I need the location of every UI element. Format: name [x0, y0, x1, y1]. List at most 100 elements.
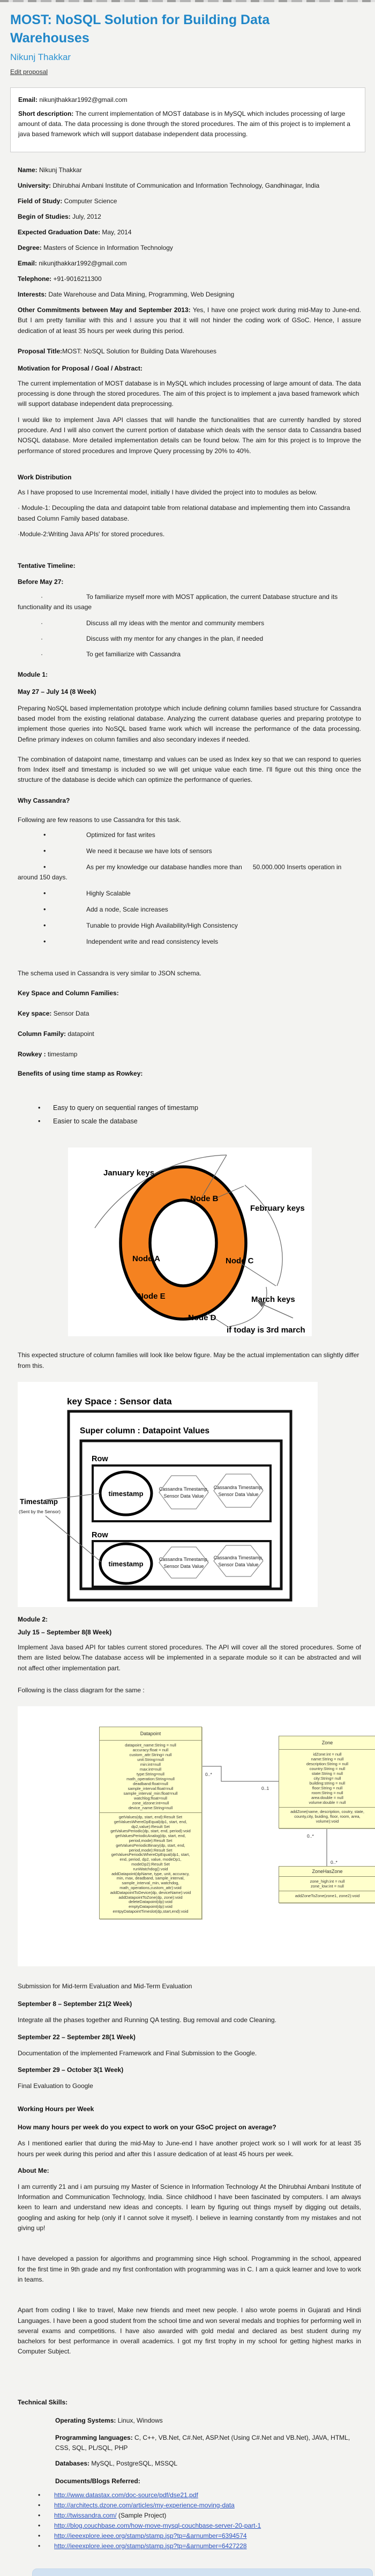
- bullet-icon: •: [38, 2542, 41, 2550]
- uml-class-attributes: idZone:int = null name:String = null des…: [279, 1750, 375, 1808]
- callout-line: [207, 1313, 228, 1327]
- heading-technical-skills: Technical Skills:: [18, 2398, 68, 2406]
- multiplicity-label: 0..*: [331, 1860, 338, 1865]
- paragraph-class-diagram-intro: Following is the class diagram for the s…: [18, 1686, 145, 1694]
- callout-line: [45, 1515, 102, 1563]
- reference-link-item: • http://ieeexplore.ieee.org/stamp/stamp.…: [38, 2543, 361, 2549]
- paragraph-submission: Submission for Mid-term Evaluation and M…: [18, 1982, 192, 1990]
- svg-text:Cassandra Timestamp,: Cassandra Timestamp,: [214, 1555, 264, 1560]
- heading-tentative-timeline: Tentative Timeline:: [18, 562, 76, 570]
- node-e-label: Node E: [138, 1292, 166, 1301]
- dot-marker: ·: [41, 619, 43, 627]
- heading-module-1: Module 1:: [18, 670, 48, 678]
- profile-field-email: Email: nikunjthakkar1992@gmail.com: [18, 260, 127, 267]
- summary-email-label: Email:: [18, 96, 40, 103]
- row-rect: [92, 1464, 272, 1522]
- reference-link[interactable]: http://architects.dzone.com/articles/my-…: [54, 2501, 235, 2509]
- paragraph-work-intro: As I have proposed to use Incremental mo…: [18, 488, 317, 496]
- proposal-body: Name: Nikunj Thakkar University: Dhirubh…: [18, 165, 375, 2549]
- february-keys-label: February keys: [250, 1204, 305, 1213]
- heading-before-may-27: Before May 27:: [18, 578, 64, 586]
- skill-os: Operating Systems: Linux, Windows: [55, 2416, 163, 2424]
- header: MOST: NoSQL Solution for Building Data W…: [10, 11, 362, 76]
- association-line: [201, 1766, 279, 1782]
- edit-proposal-link[interactable]: Edit proposal: [10, 68, 48, 76]
- profile-field-name: Name: Nikunj Thakkar: [18, 166, 82, 174]
- rowkey-field: Rowkey : timestamp: [18, 1050, 78, 1058]
- callout-line: [201, 1155, 227, 1197]
- today-annotation: if today is 3rd march: [227, 1326, 305, 1335]
- multiplicity-label: 0..1: [261, 1786, 269, 1791]
- svg-text:Sensor Data Value: Sensor Data Value: [219, 1562, 259, 1567]
- uml-class-attributes: zone_high:int = null zone_low:int = null: [279, 1877, 375, 1892]
- list-item: •Easy to query on sequential ranges of t…: [18, 1102, 361, 1114]
- heading-references: Documents/Blogs Referred:: [55, 2477, 140, 2485]
- summary-email-value: nikunjthakkar1992@gmail.com: [39, 96, 128, 103]
- january-arc: [94, 1154, 227, 1228]
- paragraph-motivation-2: I would like to implement Java API class…: [18, 416, 361, 455]
- column-family-field: Column Family: datapoint: [18, 1030, 94, 1038]
- list-item: •Add a node, Scale increases: [18, 904, 361, 915]
- profile-field-degree: Degree: Masters of Science in Informatio…: [18, 244, 173, 251]
- paragraph-why-intro: Following are few reasons to use Cassand…: [18, 816, 181, 824]
- why-bullet-list: •Optimized for fast writes •We need it b…: [18, 830, 361, 947]
- heading-sep29-oct3: September 29 – October 3(1 Week): [18, 2066, 124, 2074]
- paragraph-sep22-28: Documentation of the implemented Framewo…: [18, 2049, 257, 2057]
- node-c-label: Node C: [226, 1256, 254, 1265]
- reference-link-item: •http://www.datastax.com/doc-source/pdf/…: [38, 2492, 361, 2498]
- uml-class-title: Datapoint: [100, 1727, 201, 1741]
- summary-box: Email: nikunjthakkar1992@gmail.com Short…: [10, 87, 365, 152]
- profile-field-interests: Interests: Date Warehouse and Data Minin…: [18, 291, 235, 298]
- bullet-icon: •: [38, 1117, 41, 1126]
- paragraph-motivation-1: The current implementation of MOST datab…: [18, 379, 361, 408]
- heading-sep22-28: September 22 – September 28(1 Week): [18, 2033, 136, 2041]
- list-item: •Easier to scale the database: [18, 1115, 361, 1127]
- profile-field-telephone: Telephone: +91-9016211300: [18, 275, 102, 283]
- paragraph-module1-item: · Module-1: Decoupling the data and data…: [18, 504, 350, 522]
- list-item: •Optimized for fast writes: [18, 830, 361, 840]
- top-edge-artifact: [0, 0, 375, 2]
- column-hexagon: [213, 1474, 264, 1508]
- reference-link[interactable]: http://blog.couchbase.com/how-move-mysql…: [54, 2521, 261, 2529]
- keyspace-rect: [67, 1410, 292, 1602]
- arrow-line: [261, 1304, 294, 1319]
- reference-link-item: •http://twissandra.com/ (Sample Project): [38, 2511, 167, 2519]
- uml-class-title: ZoneHasZone: [279, 1867, 375, 1877]
- uml-class-title: Zone: [279, 1736, 375, 1750]
- bullet-icon: •: [43, 937, 46, 946]
- column-family-schema-diagram: key Space : Sensor data Super column : D…: [18, 1381, 318, 1607]
- bullet-icon: •: [43, 905, 46, 914]
- march-arc: [228, 1287, 267, 1327]
- timeline-item: ·Discuss with my mentor for any changes …: [18, 634, 361, 644]
- svg-text:Sensor Data Value: Sensor Data Value: [219, 1492, 259, 1497]
- supercolumn-rect: [79, 1439, 283, 1590]
- paragraph-about-2: I have developed a passion for algorithm…: [18, 2255, 361, 2283]
- schema-row-label: Row: [92, 1455, 108, 1463]
- reference-link[interactable]: http://twissandra.com/: [54, 2511, 117, 2519]
- uml-class-attributes: datapoint_name:String = null accuracy:fl…: [100, 1741, 201, 1813]
- callout-line: [237, 1261, 276, 1286]
- profile-field-commitments: Other Commitments between May and Septem…: [18, 306, 361, 335]
- reference-link[interactable]: http://www.datastax.com/doc-source/pdf/d…: [54, 2491, 198, 2499]
- paragraph-schema-note: The schema used in Cassandra is very sim…: [18, 969, 201, 978]
- heading-module-1-date: May 27 – July 14 (8 Week): [18, 687, 96, 695]
- dot-marker: ·: [41, 635, 43, 643]
- reference-link[interactable]: http://ieeexplore.ieee.org/stamp/stamp.j…: [54, 2531, 247, 2540]
- uml-class-methods: getValues(dp, start, end):Result Set get…: [110, 1815, 191, 1914]
- svg-text:Cassandra Timestamp,: Cassandra Timestamp,: [159, 1486, 209, 1492]
- bullet-icon: •: [43, 921, 46, 930]
- paragraph-module2-item: ·Module-2:Writing Java APIs' for stored …: [18, 530, 165, 538]
- february-arc: [244, 1185, 283, 1286]
- reference-link[interactable]: http://ieeexplore.ieee.org/stamp/stamp.j…: [54, 2542, 247, 2550]
- bullet-icon: •: [43, 863, 46, 871]
- paragraph-module1-p1: Preparing NoSQL based implementation pro…: [18, 704, 361, 743]
- callout-line: [45, 1493, 101, 1500]
- paragraph-between-note: This expected structure of column famili…: [18, 1351, 359, 1370]
- svg-text:Sensor Data Value: Sensor Data Value: [164, 1493, 204, 1499]
- keyspace-field: Key space: Sensor Data: [18, 1010, 89, 1018]
- summary-desc-value: The current implementation of MOST datab…: [18, 110, 350, 138]
- dot-marker: ·: [41, 593, 43, 601]
- paragraph-module1-p2: The combination of datapoint name, times…: [18, 755, 361, 784]
- reference-link-item: •http://architects.dzone.com/articles/my…: [38, 2502, 361, 2508]
- paragraph-module2-p1: Implement Java based API for tables curr…: [18, 1643, 361, 1672]
